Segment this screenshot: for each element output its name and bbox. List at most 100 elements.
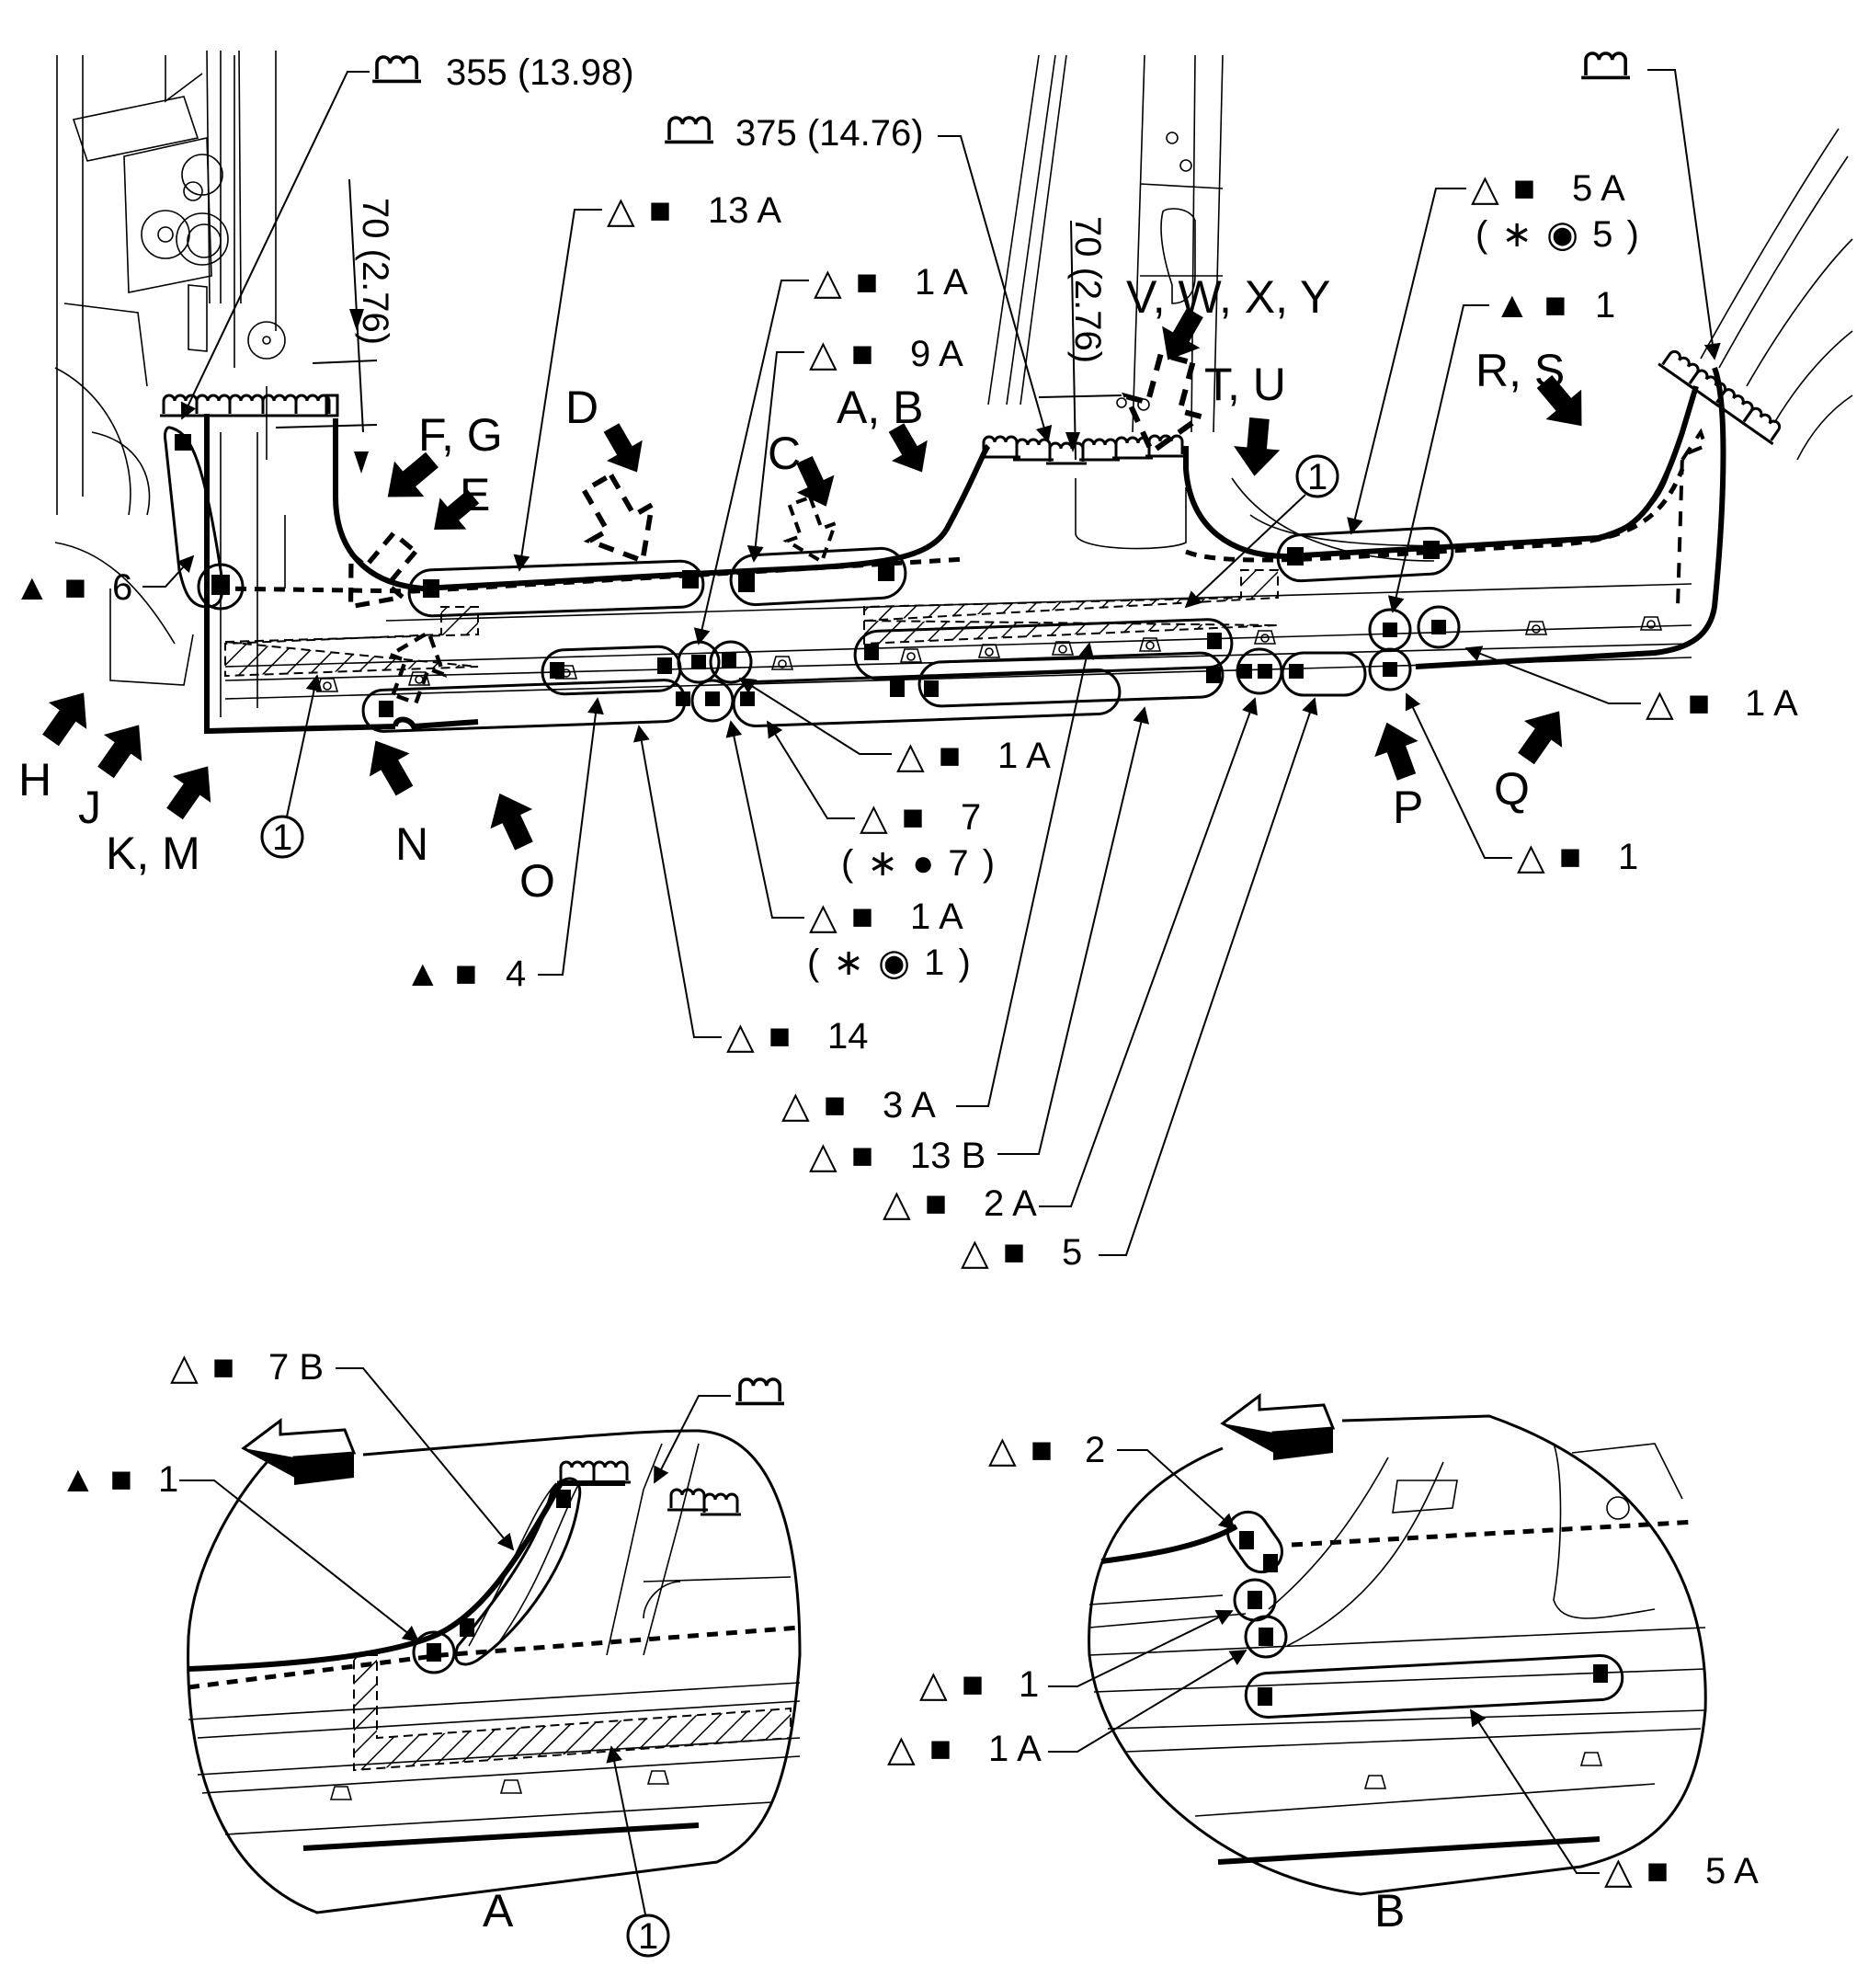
callout-a-7b: △ ■ 7 B [170,1347,515,1551]
svg-text:( ∗ ◉ 1 ): ( ∗ ◉ 1 ) [807,943,973,983]
center-pillar-structure [987,54,1224,550]
symbol-prefix: △ ■ [607,190,673,231]
svg-text:1: 1 [1019,1664,1039,1705]
svg-text:△ ■: △ ■ [726,1016,792,1057]
svg-text:1: 1 [1618,837,1638,877]
callout-13b: △ ■ 13 B [809,706,1150,1176]
forward-arrow-icon [241,1418,357,1485]
svg-text:1 A: 1 A [1745,683,1798,724]
detail-view-a: △ ■ 7 B ▲ ■ 1 1 A [60,1347,802,1958]
svg-text:3 A: 3 A [883,1085,936,1125]
svg-text:4: 4 [506,954,526,994]
svg-text:1: 1 [1595,285,1615,326]
label-km: K, M [106,828,200,879]
svg-text:△ ■: △ ■ [781,1085,848,1125]
label-ab: A, B [837,382,923,433]
svg-text:△ ■: △ ■ [988,1430,1054,1470]
callout-b-5a: △ ■ 5 A [1470,1708,1759,1891]
weld-capsule-7b [454,1477,582,1666]
svg-text:▲ ■: ▲ ■ [60,1459,134,1500]
svg-text:375 (14.76): 375 (14.76) [735,113,924,154]
seal-line-rear [1185,468,1685,563]
svg-text:△ ■: △ ■ [809,1136,875,1176]
label-d: D [565,382,598,433]
weld-circle [197,563,245,611]
view-arrow-d [593,417,655,483]
svg-text:1 A: 1 A [915,262,968,303]
label-fg: F, G [418,409,503,461]
detail-a-caption: A [483,1885,514,1937]
svg-text:1 A: 1 A [910,897,963,937]
svg-text:1: 1 [272,817,292,858]
svg-text:355 (13.98): 355 (13.98) [446,52,634,93]
brazing-icon [370,55,423,84]
svg-text:14: 14 [827,1016,869,1057]
view-arrow-h [31,679,103,754]
svg-text:7 B: 7 B [268,1347,324,1388]
svg-text:13 A: 13 A [708,190,781,231]
weld-spot [211,575,230,595]
weld-capsules-mid [541,605,1461,696]
callout-1: △ ■ 1 [1405,692,1638,877]
dimension-center-label: 70 (2.76) [1067,216,1108,363]
svg-text:△ ■: △ ■ [883,1183,949,1224]
sealer-area-a [353,1654,792,1772]
label-p: P [1393,782,1423,833]
main-view: 70 (2.76) 70 (2.76) [14,50,1853,1273]
callout-a-filled-1: ▲ ■ 1 [60,1459,420,1643]
svg-text:▲ ■: ▲ ■ [1494,285,1568,326]
label-e: E [460,469,490,520]
sealer-area-front [224,606,479,678]
sealer-area-center [863,569,1279,646]
svg-text:△ ■: △ ■ [860,797,926,838]
svg-text:△ ■: △ ■ [1604,1851,1670,1891]
part-ref-1-center: 1 [1184,454,1339,609]
callout-a-braze [654,1377,786,1484]
svg-text:9 A: 9 A [910,334,963,374]
callout-1a-right: △ ■ 1 A [1464,646,1798,724]
svg-text:( ∗ ◉ 5 ): ( ∗ ◉ 5 ) [1475,214,1641,255]
dimension-front-label: 70 (2.76) [355,198,395,345]
svg-text:△ ■: △ ■ [887,1729,953,1769]
view-arrow-n [355,728,425,803]
weld-capsules-lower [361,647,1412,733]
svg-text:△ ■: △ ■ [961,1232,1027,1273]
brazing-center [978,434,1188,465]
callout-5a-top: △ ■ 5 A ( ∗ ◉ 5 ) [1347,168,1641,535]
label-o: O [519,855,555,907]
callout-filled-6: ▲ ■ 6 [14,554,195,608]
label-rs: R, S [1475,345,1565,396]
label-q: Q [1494,763,1530,815]
svg-text:△ ■: △ ■ [919,1664,985,1705]
svg-text:7: 7 [961,797,981,838]
svg-text:△ ■: △ ■ [814,262,880,303]
label-h: H [18,754,51,805]
callout-1a-top: △ ■ 1 A [693,262,968,646]
svg-text:△ ■: △ ■ [809,897,875,937]
callout-b-2: △ ■ 2 [988,1430,1236,1531]
svg-text:▲ ■: ▲ ■ [404,954,479,994]
front-pillar-structure [54,50,286,686]
callout-b-1: △ ■ 1 [919,1610,1234,1705]
svg-text:△ ■: △ ■ [809,334,875,374]
svg-text:1: 1 [158,1459,178,1500]
brazing-icon [734,1377,786,1406]
callout-7: △ ■ 7 ( ∗ ● 7 ) [767,720,995,884]
callout-braze-rear [1579,51,1721,360]
svg-text:△ ■: △ ■ [1517,837,1583,877]
view-arrow-q [1507,697,1578,772]
svg-text:△ ■: △ ■ [170,1347,236,1388]
seal-line-front [215,556,966,594]
svg-text:▲ ■: ▲ ■ [14,567,88,608]
callout-9a: △ ■ 9 A [746,334,963,563]
svg-text:1: 1 [638,1916,658,1957]
callout-1a-mid: △ ■ 1 A [738,678,1051,776]
callout-5: △ ■ 5 [961,697,1318,1273]
callout-braze-375: 375 (14.76) [663,113,1053,443]
view-arrow-o [478,783,545,856]
label-n: N [395,818,428,870]
view-arrow-tu [1231,416,1283,478]
callout-braze-355: 355 (13.98) [180,52,634,420]
callout-14: △ ■ 14 [632,725,869,1057]
